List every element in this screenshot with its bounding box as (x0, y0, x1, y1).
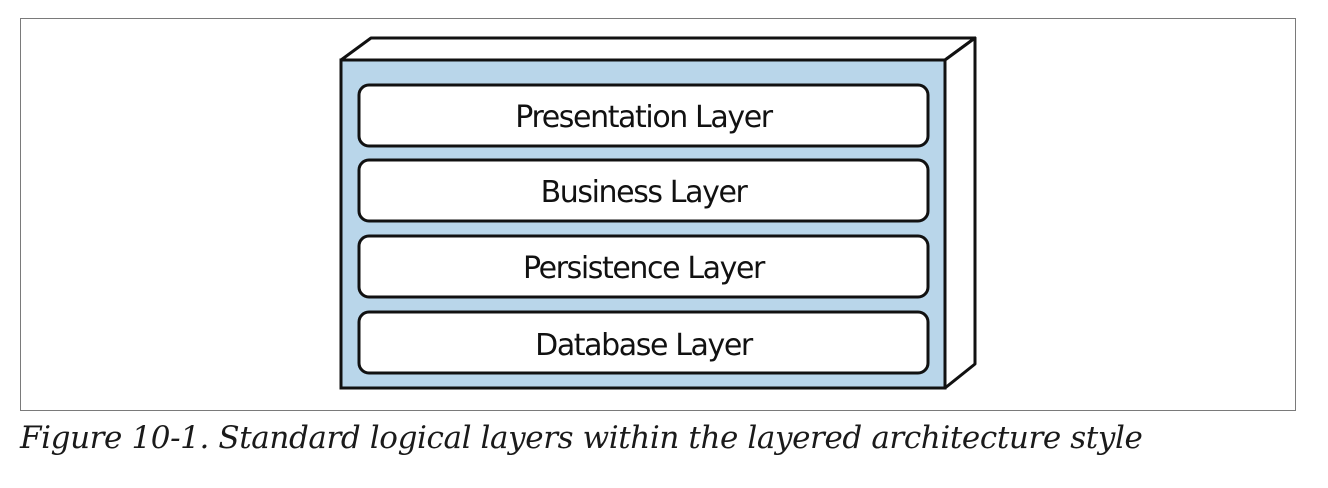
figure-caption: Figure 10-1. Standard logical layers wit… (20, 420, 1143, 456)
layer-database: Database Layer (357, 310, 930, 375)
layered-architecture-diagram: Presentation Layer Business Layer Persis… (339, 36, 977, 390)
container-top-face (339, 36, 977, 62)
layer-label: Database Layer (535, 328, 754, 363)
layer-label: Business Layer (541, 175, 749, 210)
layer-presentation: Presentation Layer (357, 83, 930, 148)
layer-box (357, 234, 930, 299)
layer-box (357, 158, 930, 223)
layer-box (357, 310, 930, 375)
layer-label: Presentation Layer (515, 100, 773, 135)
container-side-face (943, 36, 977, 390)
layer-business: Business Layer (357, 158, 930, 223)
layer-label: Persistence Layer (523, 251, 766, 286)
layer-box (357, 83, 930, 148)
layer-persistence: Persistence Layer (357, 234, 930, 299)
